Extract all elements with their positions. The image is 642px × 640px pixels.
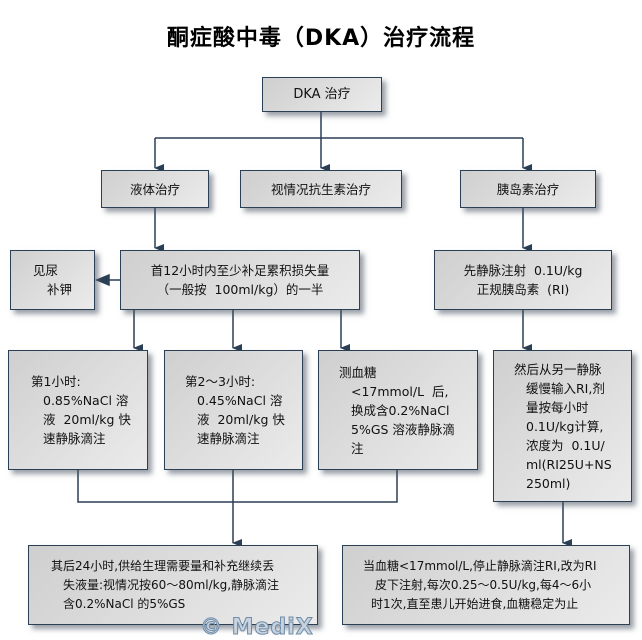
node-text: 250ml) [526, 475, 571, 491]
node-text: ml(RI25U+NS [526, 456, 612, 472]
node-text: 速静脉滴注 [197, 431, 260, 446]
node-text: 液 20ml/kg 快 [43, 412, 131, 427]
node-text: DKA 治疗 [293, 87, 351, 102]
node-text: 当血糖<17mmol/L,停止静脉滴注RI,改为RI [363, 558, 597, 573]
node-text: 见尿 [33, 263, 59, 278]
node-text: 液体治疗 [129, 181, 180, 197]
node-hour-2-3: 第2～3小时: 0.45%NaCl 溶 液 20ml/kg 快 速静脉滴注 [164, 350, 303, 470]
node-insulin-drip: 然后从另一静脉 缓慢输入RI,剂 量按每小时 0.1U/kg计算, 浓度为 0.… [493, 350, 632, 502]
connector-hour1-merge [77, 470, 398, 503]
node-text: 视情况抗生素治疗 [270, 181, 371, 197]
node-text: 其后24小时,供给生理需要量和补充继续丢 [51, 558, 275, 573]
watermark-logo: © MediX [200, 615, 314, 640]
node-text: 0.85%NaCl 溶 [43, 393, 129, 408]
node-text: 胰岛素治疗 [496, 181, 560, 197]
node-text: 第2～3小时: [185, 374, 256, 389]
node-text: 先静脉注射 0.1U/kg [463, 263, 583, 278]
node-text: 速静脉滴注 [43, 431, 106, 446]
node-potassium: 见尿 补钾 [10, 250, 95, 310]
node-text: 浓度为 0.1U/ [526, 437, 605, 453]
node-text: 注 [351, 440, 364, 456]
node-text: 时1次,直至患儿开始进食,血糖稳定为止 [371, 596, 579, 611]
node-text: 0.1U/kg计算, [526, 418, 604, 434]
node-text: 补钾 [47, 282, 73, 297]
node-insulin-therapy: 胰岛素治疗 [460, 170, 596, 208]
node-hour-1: 第1小时: 0.85%NaCl 溶 液 20ml/kg 快 速静脉滴注 [8, 350, 148, 470]
node-antibiotic-therapy: 视情况抗生素治疗 [240, 170, 402, 208]
node-text: 0.45%NaCl 溶 [197, 393, 283, 408]
node-text: 失液量:视情况按60～80ml/kg,静脉滴注 [63, 577, 280, 592]
node-text: 换成含0.2%NaCl [351, 402, 450, 418]
node-text: 5%GS 溶液静脉滴 [351, 421, 455, 437]
node-text: 首12小时内至少补足累积损失量 [150, 263, 330, 278]
node-text: （一般按 100ml/kg）的一半 [156, 282, 324, 297]
node-glucose-check: 测血糖 <17mmol/L 后, 换成含0.2%NaCl 5%GS 溶液静脉滴 … [318, 350, 478, 470]
node-next-24-hours: 其后24小时,供给生理需要量和补充继续丢 失液量:视情况按60～80ml/kg,… [28, 545, 318, 625]
node-dka-treatment: DKA 治疗 [262, 77, 382, 112]
node-text: <17mmol/L 后, [351, 383, 449, 399]
node-text: 缓慢输入RI,剂 [526, 380, 605, 396]
node-text: 第1小时: [31, 374, 81, 389]
node-subcutaneous-insulin: 当血糖<17mmol/L,停止静脉滴注RI,改为RI 皮下注射,每次0.25～0… [342, 545, 630, 625]
node-text: 量按每小时 [526, 399, 589, 415]
page-title: 酮症酸中毒（DKA）治疗流程 [166, 26, 476, 51]
node-text: 含0.2%NaCl 的5%GS [63, 596, 186, 611]
node-text: 皮下注射,每次0.25～0.5U/kg,每4～6小 [375, 577, 592, 592]
node-text: 正规胰岛素 (RI) [476, 282, 570, 297]
node-iv-insulin-bolus: 先静脉注射 0.1U/kg 正规胰岛素 (RI) [434, 250, 612, 310]
arrow-to-potassium [95, 273, 110, 287]
node-text: 液 20ml/kg 快 [197, 412, 285, 427]
node-text: 测血糖 [339, 364, 377, 380]
node-fluid-therapy: 液体治疗 [101, 170, 209, 208]
node-text: 然后从另一静脉 [514, 361, 602, 377]
node-first-12-hours: 首12小时内至少补足累积损失量 （一般按 100ml/kg）的一半 [120, 250, 360, 310]
